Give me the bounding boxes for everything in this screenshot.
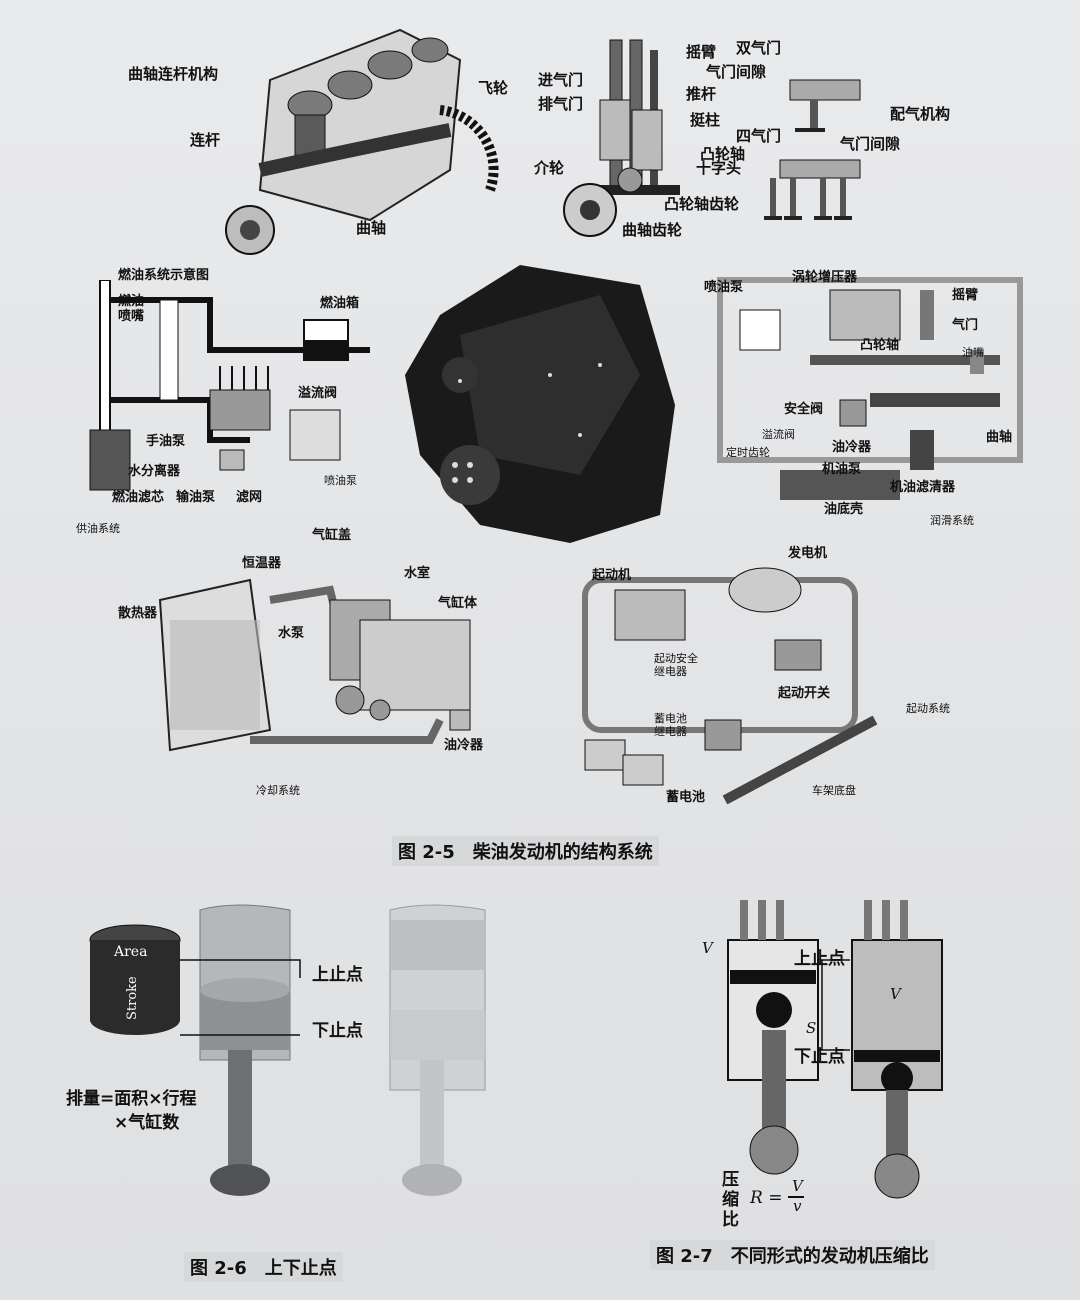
hand-pump-label: 手油泵 [146,434,186,449]
safety-valve-label: 安全阀 [784,402,824,417]
lube-oil-cooler-label: 油冷器 [832,440,872,455]
exhaust-valve-label: 排气门 [538,95,584,113]
camshaft-label: 凸轮轴 [700,145,746,163]
figure-2-5: 曲轴连杆机构 飞轮 连杆 曲轴 摇臂 进气门 排气门 推杆 挺柱 凸轮轴 介轮 … [70,20,1030,866]
compression-ratio-label: 压 缩 比 [722,1170,739,1230]
fuel-tank-label: 燃油箱 [320,296,360,311]
rocker-label: 摇臂 [686,43,717,61]
ratio-denominator: v [793,1197,802,1215]
oil-sump-label: 油底壳 [824,502,864,517]
lube-valve-label: 气门 [952,318,979,333]
double-valve-label: 双气门 [736,39,782,57]
battery-relay-label: 蓄电池 继电器 [654,712,687,738]
lube-system-label: 润滑系统 [930,514,974,527]
transfer-pump-label: 输油泵 [176,490,216,505]
rod-label: 连杆 [190,131,221,149]
start-switch-label: 起动开关 [778,686,831,701]
cooling-system-label: 冷却系统 [256,784,300,797]
valve-lash-1-label: 气门间隙 [706,63,767,81]
lubrication-system-schematic [710,270,1030,530]
pushrod-label: 推杆 [686,85,717,103]
figure-2-6-caption: 图 2-6 上下止点 [184,1252,343,1282]
oil-nozzle-label: 油嘴 [962,346,984,359]
start-safety-relay-label: 起动安全 继电器 [654,652,698,678]
ratio-fraction-bar [788,1196,804,1198]
valvetrain-title-label: 配气机构 [890,105,951,123]
fuel-injector-label: 燃油 喷嘴 [118,294,145,324]
figure-2-6: Area Stroke 上止点 下止点 排量=面积×行程 ×气缸数 图 2-6 … [60,890,530,1290]
oil-filter-label: 机油滤清器 [890,480,956,495]
clearance-volume-label: V [702,939,713,957]
cam-gear-label: 凸轮轴齿轮 [664,195,740,213]
starting-system-illustration [575,560,885,820]
cylinder-block-label: 气缸体 [438,596,478,611]
water-jacket-label: 水室 [404,566,431,581]
radiator-label: 散热器 [118,606,158,621]
overflow-valve-label: 溢流阀 [298,386,338,401]
crank-gear-label: 曲轴齿轮 [622,221,683,239]
injection-pump-label: 喷油泵 [324,474,357,487]
crank-title-label: 曲轴连杆机构 [128,65,219,83]
fuel-system-label: 供油系统 [76,522,120,535]
fuel-filter-core-label: 燃油滤芯 [112,490,165,505]
four-valve-label: 四气门 [736,127,782,145]
screen-label: 滤网 [236,490,263,505]
bdc-label: 下止点 [312,1021,363,1041]
starting-system-label: 起动系统 [906,702,950,715]
figure-2-7: V 上止点 S 下止点 V 压 缩 比 R = V v 图 2-7 不同形式的发… [650,900,1070,1280]
crank-mechanism-illustration [200,20,500,260]
stroke-label: Stroke [125,976,140,1020]
total-volume-label: V [890,985,901,1003]
cylinder-head-label: 气缸盖 [312,528,352,543]
displacement-formula-line2: ×气缸数 [114,1113,180,1133]
starter-label: 起动机 [592,568,632,583]
lube-crankshaft-label: 曲轴 [986,430,1013,445]
intake-valve-label: 进气门 [538,71,584,89]
ratio-numerator: V [792,1177,803,1195]
valve-lash-2-label: 气门间隙 [840,135,901,153]
cooling-oil-cooler-label: 油冷器 [444,738,484,753]
area-label: Area [114,944,148,960]
lube-rocker-label: 摇臂 [952,288,979,303]
displacement-formula-line1: 排量=面积×行程 [66,1089,197,1109]
timing-gear-label: 定时齿轮 [726,446,770,459]
crosshead-label: 十字头 [696,159,742,177]
fig27-tdc-label: 上止点 [794,949,845,969]
fuel-diagram-title-label: 燃油系统示意图 [118,268,210,283]
ratio-formula-label: R = [750,1188,783,1208]
valve-variants-illustration [750,70,880,230]
turbocharger-label: 涡轮增压器 [792,270,858,285]
thermostat-label: 恒温器 [242,556,282,571]
chassis-label: 车架底盘 [812,784,856,797]
water-pump-label: 水泵 [278,626,305,641]
battery-label: 蓄电池 [666,790,706,805]
lube-overflow-label: 溢流阀 [762,428,795,441]
lube-injection-pump-label: 喷油泵 [704,280,744,295]
lube-camshaft-label: 凸轮轴 [860,338,900,353]
tappet-label: 挺柱 [690,111,721,129]
crankshaft-label: 曲轴 [356,219,387,237]
fuel-system-schematic [70,280,370,500]
stroke-s-label: S [806,1019,817,1037]
tdc-label: 上止点 [312,965,363,985]
water-separator-label: 水分离器 [128,464,181,479]
valvetrain-illustration [560,30,700,250]
figure-2-7-caption: 图 2-7 不同形式的发动机压缩比 [650,1240,935,1270]
idler-label: 介轮 [534,159,565,177]
cooling-system-illustration [130,540,500,770]
generator-label: 发电机 [788,546,828,561]
figure-2-5-caption: 图 2-5 柴油发动机的结构系统 [392,836,659,866]
flywheel-label: 飞轮 [478,79,509,97]
fig27-bdc-label: 下止点 [794,1047,845,1067]
engine-photo [400,255,680,545]
oil-pump-label: 机油泵 [822,462,862,477]
